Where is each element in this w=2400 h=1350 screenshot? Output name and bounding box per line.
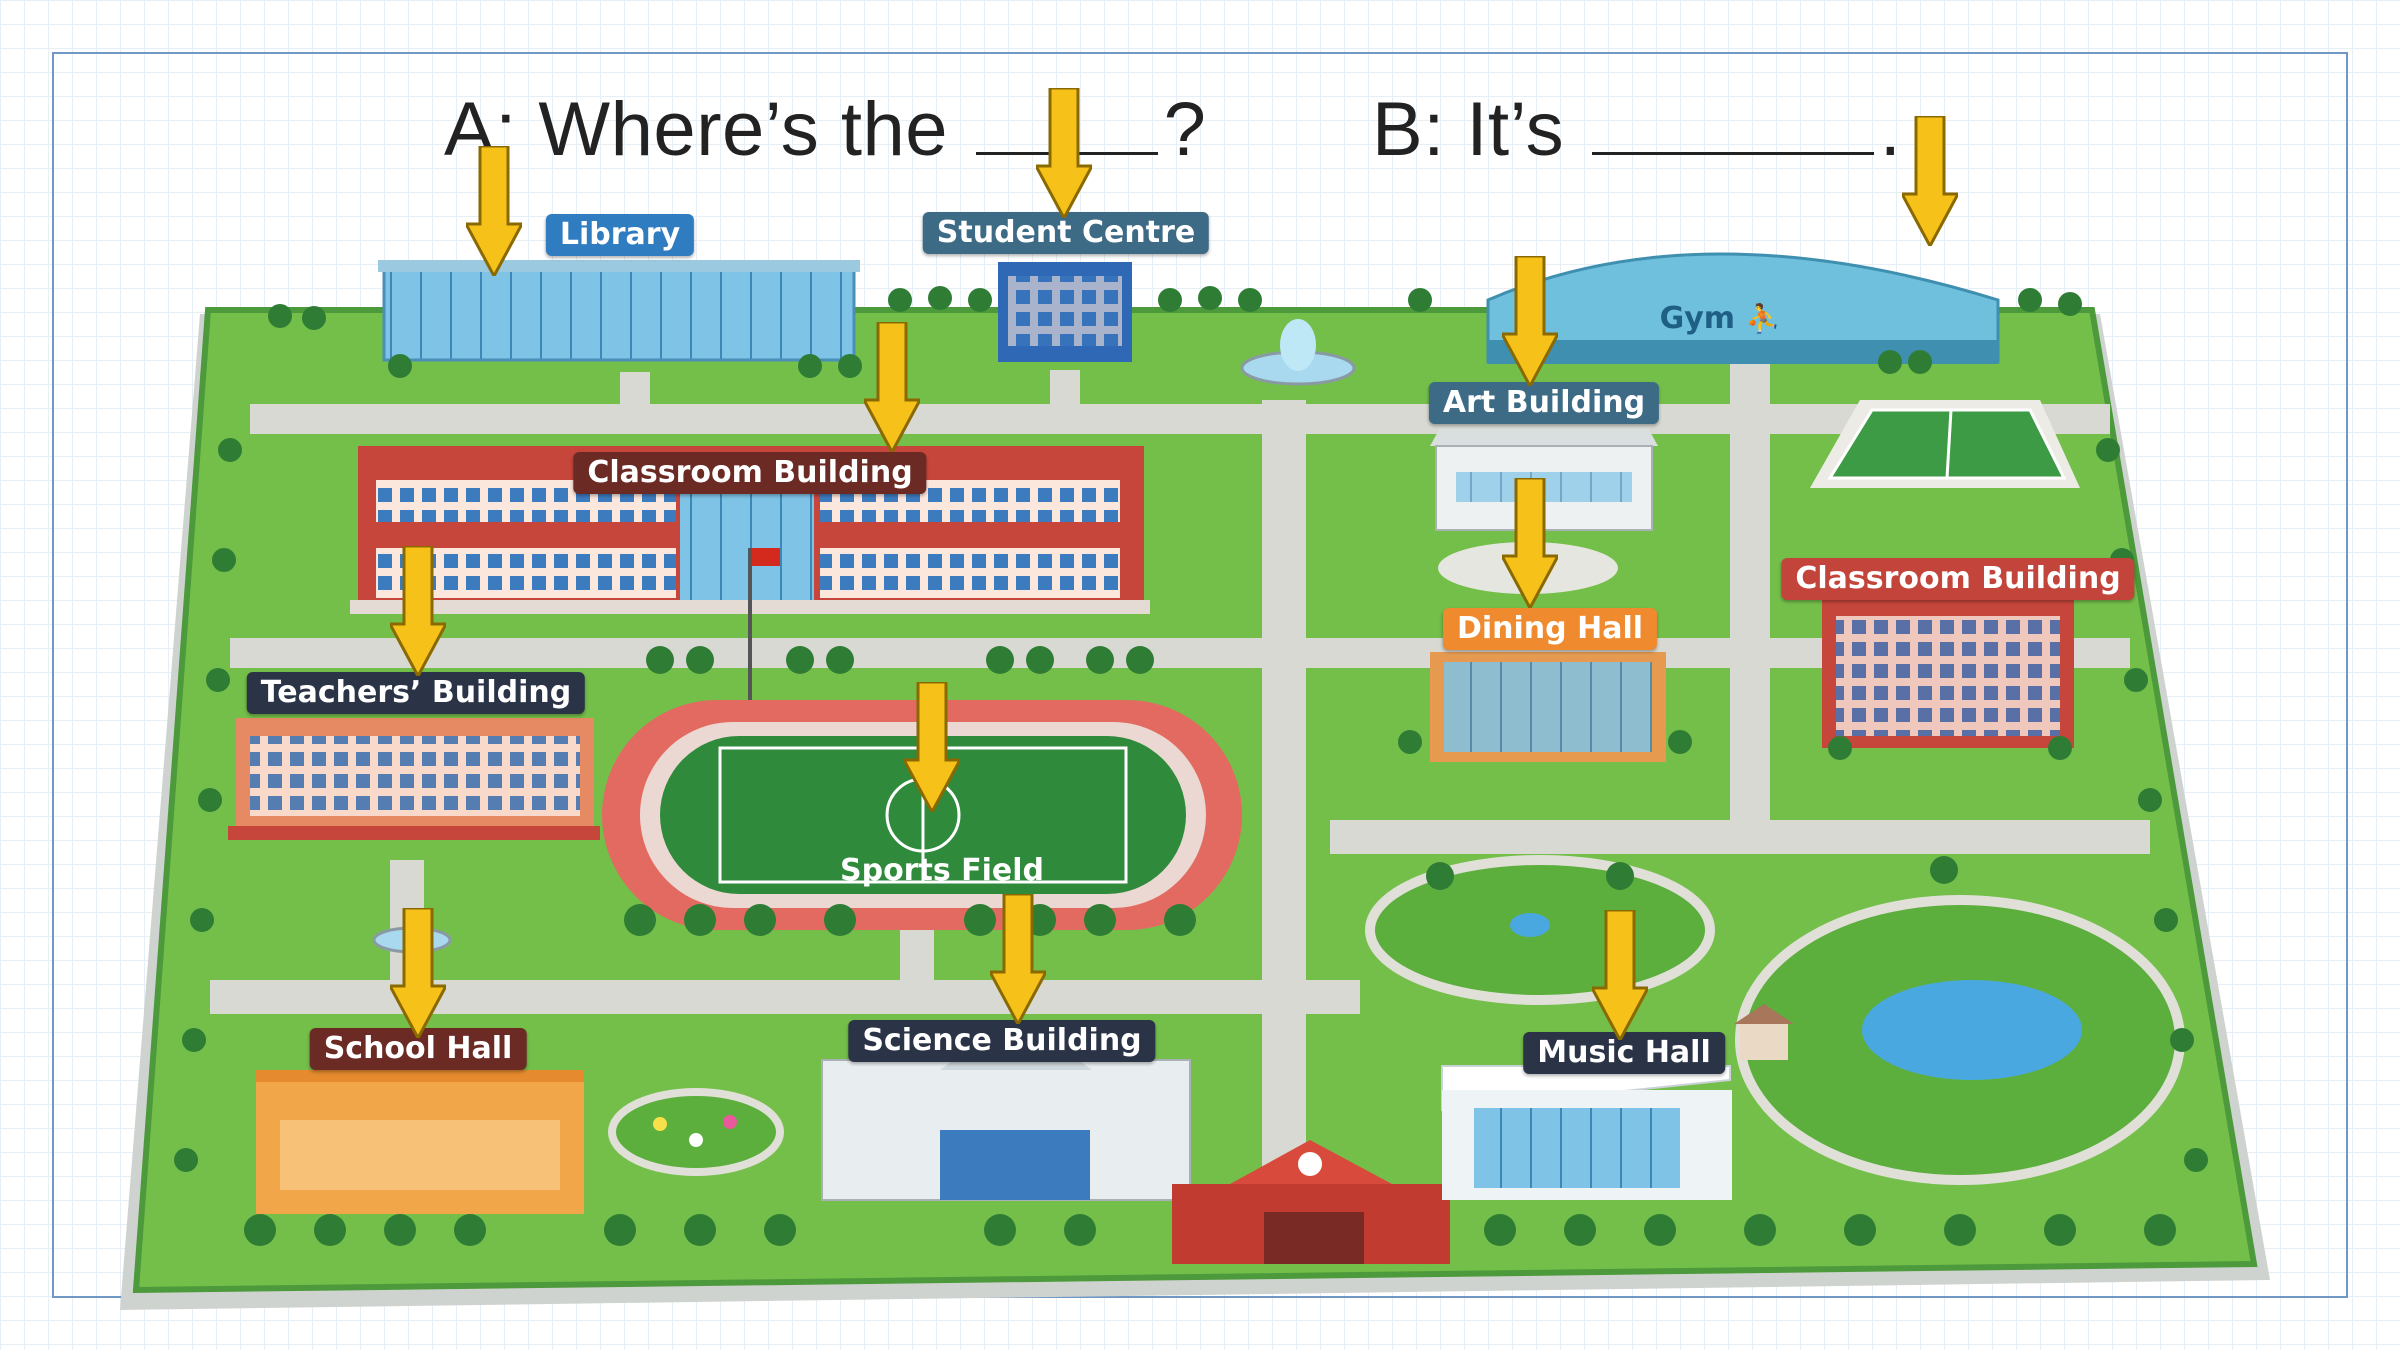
down-arrow-icon: [1036, 88, 1092, 218]
down-arrow-icon: [390, 546, 446, 676]
dining-hall-building[interactable]: [1430, 652, 1666, 762]
fountain-north: [1240, 319, 1356, 386]
gym-text: Gym: [1659, 301, 1736, 336]
flower-garden: [608, 1088, 784, 1176]
basketball-player-icon: ⛹: [1745, 302, 1781, 335]
label-teachers-building: Teachers’ Building: [246, 672, 586, 714]
label-gym: Gym ⛹: [1646, 298, 1795, 340]
answer-period: .: [1879, 87, 1902, 172]
down-arrow-icon: [864, 322, 920, 452]
student-centre-building[interactable]: [998, 262, 1132, 362]
down-arrow-icon: [1902, 116, 1958, 246]
answer-text: B: It’s: [1372, 87, 1565, 172]
school-hall-building[interactable]: [256, 1070, 584, 1214]
music-hall-building[interactable]: [1441, 1065, 1732, 1200]
slide-frame: [52, 52, 2348, 1298]
down-arrow-icon: [990, 894, 1046, 1024]
library-building[interactable]: [378, 260, 860, 362]
answer-blank[interactable]: [1591, 88, 1874, 155]
main-gate: [1172, 1140, 1450, 1264]
label-student-centre: Student Centre: [922, 212, 1210, 254]
down-arrow-icon: [466, 146, 522, 276]
label-library: Library: [545, 214, 695, 256]
label-classroom-building-east: Classroom Building: [1781, 558, 2135, 600]
down-arrow-icon: [1592, 910, 1648, 1040]
trees: [174, 286, 2208, 1246]
classroom-building-east[interactable]: [1822, 600, 2074, 748]
down-arrow-icon: [390, 908, 446, 1038]
flagpole: [748, 548, 780, 705]
question-mark: ?: [1163, 87, 1207, 172]
answer-prompt: B: It’s .: [1372, 86, 1901, 173]
science-building[interactable]: [821, 1040, 1191, 1201]
sports-field[interactable]: [602, 700, 1242, 930]
label-sports-field: Sports Field: [839, 853, 1045, 888]
tennis-court: [1810, 400, 2080, 488]
down-arrow-icon: [904, 682, 960, 812]
lake: [1862, 980, 2082, 1080]
label-classroom-building-west: Classroom Building: [573, 452, 927, 494]
teachers-building[interactable]: [228, 718, 600, 840]
down-arrow-icon: [1502, 256, 1558, 386]
label-dining-hall: Dining Hall: [1442, 608, 1658, 650]
down-arrow-icon: [1502, 478, 1558, 608]
label-music-hall: Music Hall: [1523, 1032, 1725, 1074]
label-art-building: Art Building: [1428, 382, 1660, 424]
question-text: A: Where’s the: [444, 87, 949, 172]
label-science-building: Science Building: [848, 1020, 1156, 1062]
